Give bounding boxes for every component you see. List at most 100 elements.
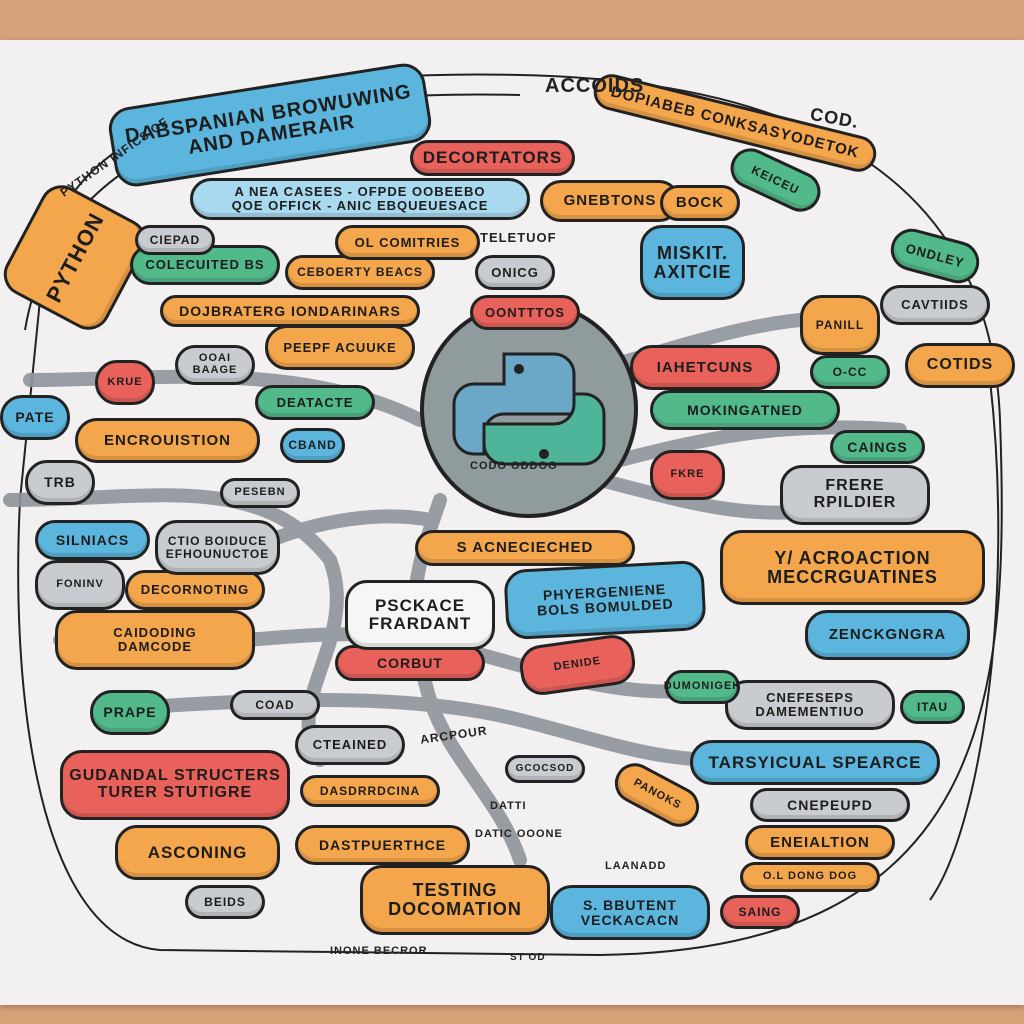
mindmap-node: DASDRRDCINA	[300, 775, 440, 807]
node-label: PSCKACE FRARDANT	[368, 596, 472, 633]
node-label: ONICG	[491, 264, 539, 280]
mindmap-node: DUMONIGEK	[663, 670, 742, 704]
mindmap-node: COTIDS	[905, 343, 1015, 388]
mindmap-node: BOCK	[660, 185, 740, 221]
node-label: DASDRRDCINA	[319, 783, 421, 798]
node-label: CAIDODING DAMCODE	[113, 625, 197, 654]
mindmap-node: CORBUT	[335, 645, 485, 681]
mindmap-node: TARSYICUAL SPEARCE	[690, 740, 940, 785]
node-label: O.L DONG DOG	[762, 870, 858, 883]
node-label: CTIO BOIDUCE EFHOUNUCTOE	[165, 533, 270, 561]
node-label: S ACNECIECHED	[456, 539, 594, 557]
node-label: MISKIT. AXITCIE	[653, 242, 732, 282]
node-label: DUMONIGEK	[663, 680, 742, 693]
mindmap-node: CIEPAD	[135, 225, 215, 255]
node-label: OL COMITRIES	[354, 234, 461, 250]
node-label: PANOKS	[631, 776, 684, 812]
node-label: PYTHON	[40, 208, 109, 307]
mindmap-node: ITAU	[900, 690, 965, 724]
mindmap-node: PATE	[0, 395, 70, 440]
node-label: ITAU	[916, 699, 949, 714]
mindmap-node: DEATACTE	[255, 385, 375, 420]
node-label: TESTING DOCOMATION	[388, 880, 522, 919]
node-label: SILNIACS	[55, 531, 130, 548]
node-label: COLECUITED BS	[145, 257, 265, 273]
mindmap-node: SILNIACS	[35, 520, 150, 560]
annotation-text: ACCOIDS	[545, 75, 645, 97]
mindmap-node: OONTTTOS	[470, 295, 580, 330]
node-label: CBAND	[288, 438, 337, 453]
node-label: DEATACTE	[276, 394, 354, 410]
node-label: GUDANDAL STRUCTERS TURER STUTIGRE	[69, 767, 281, 801]
node-label: ENEIALTION	[770, 833, 870, 851]
annotation-text: DATTI	[490, 800, 527, 812]
node-label: CTEAINED	[312, 737, 388, 753]
mindmap-node: SAING	[720, 895, 800, 929]
mindmap-node: ASCONING	[115, 825, 280, 880]
annotation-text: ST OD	[510, 952, 546, 963]
annotation-text: TELETUOF	[480, 230, 557, 245]
mindmap-node: CTEAINED	[295, 725, 405, 765]
mindmap-node: A NEA CASEES - OFPDE OOBEEBO QOE OFFICK …	[190, 178, 530, 220]
mindmap-node: OOAI BAAGE	[175, 345, 255, 385]
node-label: KEICEU	[749, 162, 802, 197]
node-label: MOKINGATNED	[687, 401, 803, 418]
mindmap-node: CTIO BOIDUCE EFHOUNUCTOE	[155, 520, 280, 575]
node-label: PHYERGENIENE BOLS BOMULDED	[536, 581, 675, 619]
node-label: CIEPAD	[149, 232, 201, 247]
mindmap-node: DASTPUERTHCE	[295, 825, 470, 865]
node-label: PRAPE	[103, 704, 157, 721]
node-label: PATE	[15, 409, 55, 426]
node-label: PEEPF ACUUKE	[283, 339, 397, 355]
annotation-text: DATIC OOONE	[475, 828, 563, 840]
mindmap-node: S ACNECIECHED	[415, 530, 635, 566]
node-label: TRB	[44, 474, 76, 491]
node-label: KRUE	[107, 375, 143, 388]
mindmap-node: DECORNOTING	[125, 570, 265, 610]
mindmap-node: CNEFESEPS DAMEMENTIUO	[725, 680, 895, 730]
mindmap-node: PSCKACE FRARDANT	[345, 580, 495, 650]
mindmap-node: ONICG	[475, 255, 555, 290]
mindmap-node: CAINGS	[830, 430, 925, 464]
mindmap-node: COAD	[230, 690, 320, 720]
node-label: TARSYICUAL SPEARCE	[708, 752, 922, 772]
mindmap-node: FKRE	[650, 450, 725, 500]
annotation-text: INONE BECROR	[330, 945, 428, 957]
node-label: DECORTATORS	[422, 148, 563, 168]
mindmap-node: CNEPEUPD	[750, 788, 910, 822]
node-label: CNEPEUPD	[787, 796, 873, 813]
mindmap-node: PRAPE	[90, 690, 170, 735]
mindmap-node: OL COMITRIES	[335, 225, 480, 260]
mindmap-node: GCOCSOD	[505, 755, 585, 783]
python-snakes-icon	[452, 352, 606, 466]
node-label: CNEFESEPS DAMEMENTIUO	[755, 690, 865, 719]
node-label: DASTPUERTHCE	[318, 836, 447, 853]
mindmap-node: PHYERGENIENE BOLS BOMULDED	[503, 559, 707, 641]
node-label: DOJBRATERG IONDARINARS	[179, 302, 401, 319]
mindmap-node: PEEPF ACUUKE	[265, 325, 415, 370]
node-label: COAD	[255, 697, 295, 712]
mindmap-node: BEIDS	[185, 885, 265, 919]
node-label: FRERE RPILDIER	[813, 477, 897, 511]
mindmap-node: CEBOERTY BEACS	[285, 255, 435, 290]
mindmap-node: TESTING DOCOMATION	[360, 865, 550, 935]
node-label: FONINV	[56, 578, 104, 591]
mindmap-node: GNEBTONS	[540, 180, 680, 222]
node-label: OOAI BAAGE	[192, 352, 238, 376]
node-label: PANILL	[815, 317, 865, 332]
mindmap-node: PESEBN	[220, 478, 300, 508]
node-label: COTIDS	[926, 356, 994, 374]
node-label: O-CC	[832, 364, 868, 379]
mindmap-node: GUDANDAL STRUCTERS TURER STUTIGRE	[60, 750, 290, 820]
mindmap-node: CBAND	[280, 428, 345, 463]
mindmap-node: TRB	[25, 460, 95, 505]
mindmap-node: MOKINGATNED	[650, 390, 840, 430]
mindmap-node: FRERE RPILDIER	[780, 465, 930, 525]
node-label: FKRE	[670, 468, 705, 481]
mindmap-node: S. BBUTENT VECKACACN	[550, 885, 710, 940]
mindmap-node: CAVTIIDS	[880, 285, 990, 325]
mindmap-node: PANILL	[800, 295, 880, 355]
mindmap-node: Y/ ACROACTION MECCRGUATINES	[720, 530, 985, 605]
node-label: GCOCSOD	[515, 762, 575, 774]
node-label: CORBUT	[377, 654, 443, 671]
